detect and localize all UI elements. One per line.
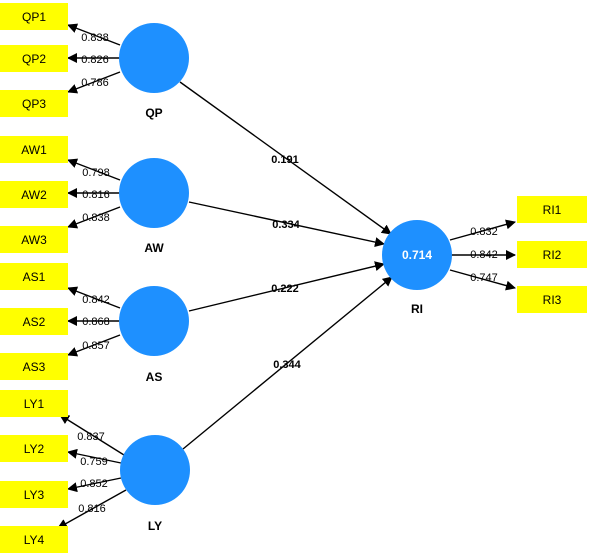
latent-label: AW [144, 241, 164, 255]
path-coefficient-labels: 0.191 0.334 0.222 0.344 [271, 154, 301, 371]
indicator-label: RI2 [543, 248, 562, 262]
loading-ri1: 0.832 [470, 226, 498, 238]
loading-aw1: 0.798 [82, 167, 110, 179]
indicator-aw3: AW3 [0, 226, 68, 253]
path-coef-as-ri: 0.222 [271, 283, 299, 295]
indicator-as3: AS3 [0, 353, 68, 380]
indicator-ly2: LY2 [0, 435, 68, 462]
edge-ly-ly2 [67, 448, 122, 464]
indicator-label: AS2 [23, 315, 46, 329]
latent-label: RI [411, 302, 423, 316]
indicator-as2: AS2 [0, 308, 68, 335]
latent-aw: AW [119, 158, 189, 255]
path-coef-aw-ri: 0.334 [272, 219, 300, 231]
indicator-as1: AS1 [0, 263, 68, 290]
loading-qp1: 0.838 [81, 32, 109, 44]
indicator-label: RI3 [543, 293, 562, 307]
loading-ly1: 0.837 [77, 431, 105, 443]
indicator-aw1: AW1 [0, 136, 68, 163]
edge-ri-ri3 [449, 269, 516, 291]
loading-aw2: 0.816 [82, 189, 110, 201]
loading-ri3: 0.747 [470, 272, 498, 284]
edge-ri-ri1 [449, 219, 516, 241]
edge-as-as1 [67, 286, 121, 309]
latent-label: QP [145, 106, 162, 120]
indicator-ri3: RI3 [517, 286, 587, 313]
edge-qp-qp1 [67, 23, 121, 46]
edge-ly-ly4 [57, 489, 127, 529]
indicator-label: LY2 [24, 442, 45, 456]
path-qp-ri [179, 81, 392, 235]
indicator-label: RI1 [543, 203, 562, 217]
edge-aw-aw1 [67, 158, 121, 181]
loading-qp3: 0.786 [81, 77, 109, 89]
loading-aw3: 0.838 [82, 212, 110, 224]
indicator-qp2: QP2 [0, 45, 68, 72]
indicator-ri2: RI2 [517, 241, 587, 268]
loading-as1: 0.842 [82, 294, 110, 306]
path-coef-ly-ri: 0.344 [273, 359, 301, 371]
indicator-qp1: QP1 [0, 3, 68, 30]
latent-ri: 0.714 RI [382, 220, 452, 316]
path-coef-qp-ri: 0.191 [271, 154, 299, 166]
measurement-edges [57, 23, 516, 529]
latent-constructs: QP AW AS LY 0.714 RI [119, 23, 452, 533]
edge-ly-ly1 [59, 414, 125, 456]
indicator-aw2: AW2 [0, 181, 68, 208]
indicator-ly3: LY3 [0, 481, 68, 508]
latent-label: AS [146, 370, 163, 384]
indicator-qp3: QP3 [0, 90, 68, 117]
edge-as-as3 [67, 334, 121, 357]
loading-as3: 0.857 [82, 340, 110, 352]
loading-qp2: 0.826 [81, 54, 109, 66]
indicator-label: AS1 [23, 270, 46, 284]
indicator-ly4: LY4 [0, 526, 68, 553]
latent-as: AS [119, 286, 189, 384]
path-aw-ri [188, 201, 385, 247]
indicators: QP1 QP2 QP3 AW1 AW2 AW3 AS1 AS2 [0, 3, 587, 553]
r-squared-value: 0.714 [402, 248, 432, 262]
indicator-ri1: RI1 [517, 196, 587, 223]
loading-ly3: 0.852 [80, 478, 108, 490]
latent-qp: QP [119, 23, 189, 120]
path-as-ri [188, 261, 385, 312]
indicator-label: QP2 [22, 52, 46, 66]
edge-qp-qp3 [67, 71, 121, 94]
latent-label: LY [148, 519, 162, 533]
indicator-label: AS3 [23, 360, 46, 374]
indicator-label: AW3 [21, 233, 47, 247]
indicator-label: LY1 [24, 397, 45, 411]
indicator-label: LY3 [24, 488, 45, 502]
loading-ly2: 0.759 [80, 456, 108, 468]
indicator-ly1: LY1 [0, 390, 68, 417]
path-ly-ri [182, 276, 393, 450]
loading-ri2: 0.842 [470, 249, 498, 261]
indicator-label: LY4 [24, 533, 45, 547]
indicator-label: AW1 [21, 143, 47, 157]
loading-labels: 0.838 0.826 0.786 0.798 0.816 0.838 0.84… [77, 32, 498, 515]
loading-as2: 0.868 [82, 316, 110, 328]
indicator-label: QP3 [22, 97, 46, 111]
indicator-label: QP1 [22, 10, 46, 24]
structural-edges [179, 81, 393, 450]
loading-ly4: 0.816 [78, 503, 106, 515]
latent-ly: LY [120, 435, 190, 533]
edge-aw-aw3 [67, 206, 121, 229]
edge-ly-ly3 [67, 477, 122, 493]
indicator-label: AW2 [21, 188, 47, 202]
